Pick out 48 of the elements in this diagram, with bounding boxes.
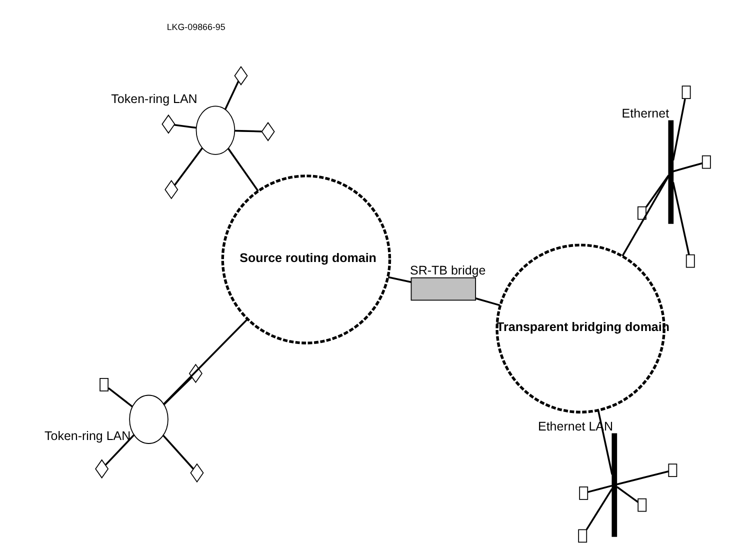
connector: [174, 124, 196, 129]
connector: [672, 98, 686, 160]
connector: [108, 387, 133, 408]
node-diamond: [162, 114, 176, 134]
label: LKG-09866-95: [166, 22, 226, 32]
connector: [476, 297, 500, 306]
connector: [164, 376, 193, 405]
node-diamond: [261, 122, 275, 142]
node-diamond: [234, 66, 248, 86]
node-circle: [129, 394, 168, 444]
node-bar: [612, 433, 618, 537]
node-diamond: [164, 180, 178, 200]
node-box: [578, 529, 588, 543]
connector: [672, 182, 690, 255]
node-box: [668, 464, 678, 477]
node-box: [579, 486, 588, 500]
connector: [163, 318, 248, 405]
node-label: Token-ring LAN: [111, 92, 198, 106]
connector: [162, 434, 194, 470]
node-box: [682, 86, 691, 100]
node-box: [686, 254, 695, 268]
connector: [622, 176, 670, 256]
node-circle: Source routing domain: [221, 174, 392, 344]
node-box: [638, 498, 647, 512]
node-box: [637, 206, 646, 220]
node-box: [410, 277, 476, 301]
connector: [616, 486, 639, 503]
node-label: Token-ring LAN: [44, 429, 131, 444]
node-bar: [668, 120, 674, 224]
node-circle: [196, 106, 236, 155]
connector: [224, 80, 240, 110]
connector: [174, 148, 203, 186]
node-label: Ethernet: [622, 106, 670, 120]
connector: [673, 162, 703, 172]
connector: [234, 130, 262, 132]
connector: [228, 148, 259, 192]
connector: [388, 276, 412, 283]
connector: [105, 434, 135, 466]
node-diamond: [95, 459, 109, 479]
node-diamond: [190, 463, 204, 483]
node-box: [100, 378, 109, 392]
node-box: [702, 155, 711, 169]
node-diamond: [188, 364, 202, 384]
connector: [588, 484, 612, 493]
connector: [616, 470, 669, 486]
connector: [645, 174, 670, 208]
node-label: SR-TB bridge: [410, 263, 486, 278]
connector: [586, 488, 613, 530]
